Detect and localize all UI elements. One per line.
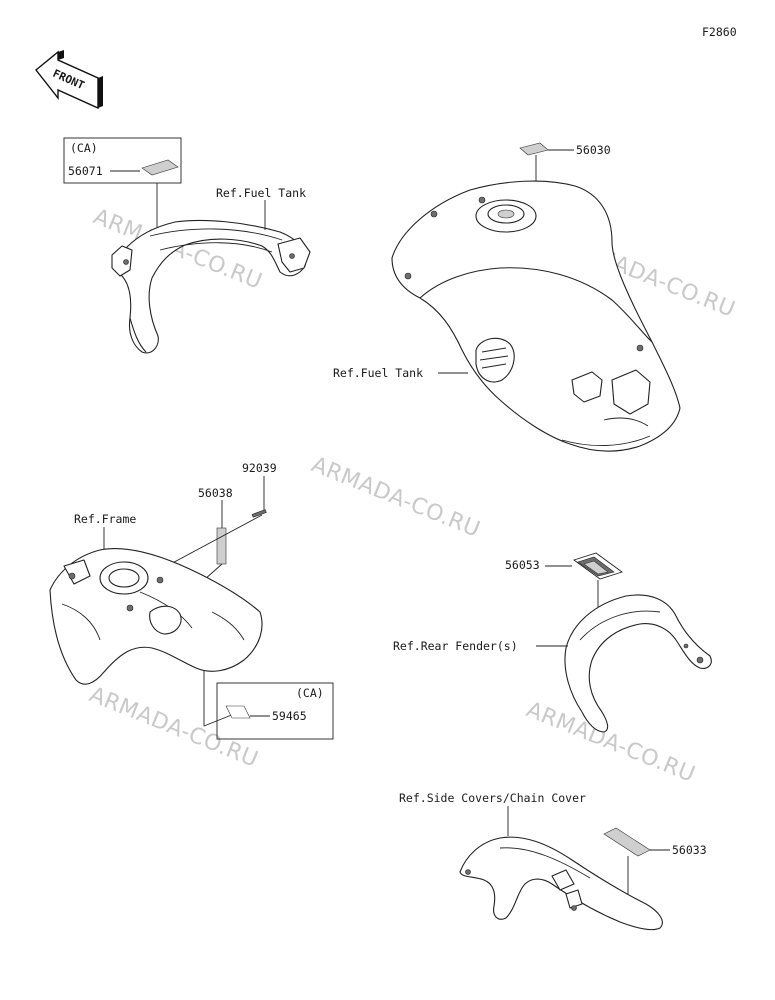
- figure-code: F2860: [702, 25, 737, 39]
- label-56038-icon: [216, 527, 227, 565]
- label-59465-icon: [225, 705, 251, 719]
- ref-side-covers: Ref.Side Covers/Chain Cover: [399, 791, 586, 805]
- ca-box-bottom: [216, 682, 334, 740]
- frame-part: [49, 548, 263, 685]
- ca-label-bottom: (CA): [296, 686, 324, 700]
- part-number-56071: 56071: [68, 164, 103, 178]
- part-number-59465: 59465: [272, 709, 307, 723]
- watermark-1: ARMADA-CO.RU: [90, 204, 266, 294]
- watermark-5: ARMADA-CO.RU: [523, 697, 699, 787]
- label-56030-icon: [519, 142, 549, 156]
- ref-rear-fender: Ref.Rear Fender(s): [393, 639, 518, 653]
- part-number-56033: 56033: [672, 843, 707, 857]
- chain-cover-part: [459, 836, 663, 931]
- fuel-tank-cover-part: [111, 219, 311, 354]
- ref-frame: Ref.Frame: [74, 512, 136, 526]
- part-number-56053: 56053: [505, 558, 540, 572]
- rear-fender-part: [564, 594, 712, 733]
- ca-box-top: [63, 137, 182, 184]
- watermark-4: ARMADA-CO.RU: [86, 682, 262, 772]
- label-56071-icon: [141, 159, 179, 176]
- front-arrow-icon: FRONT: [35, 50, 103, 110]
- fuel-tank-part: [391, 180, 681, 452]
- label-56053-icon: [573, 552, 623, 580]
- part-number-56038: 56038: [198, 486, 233, 500]
- rivet-92039-icon: [251, 509, 267, 518]
- part-number-56030: 56030: [576, 143, 611, 157]
- part-number-92039: 92039: [242, 461, 277, 475]
- ca-label-top: (CA): [70, 141, 98, 155]
- ref-fuel-tank-top: Ref.Fuel Tank: [216, 186, 306, 200]
- watermark-3: ARMADA-CO.RU: [308, 452, 484, 542]
- label-56033-icon: [603, 827, 651, 857]
- ref-fuel-tank-right: Ref.Fuel Tank: [333, 366, 423, 380]
